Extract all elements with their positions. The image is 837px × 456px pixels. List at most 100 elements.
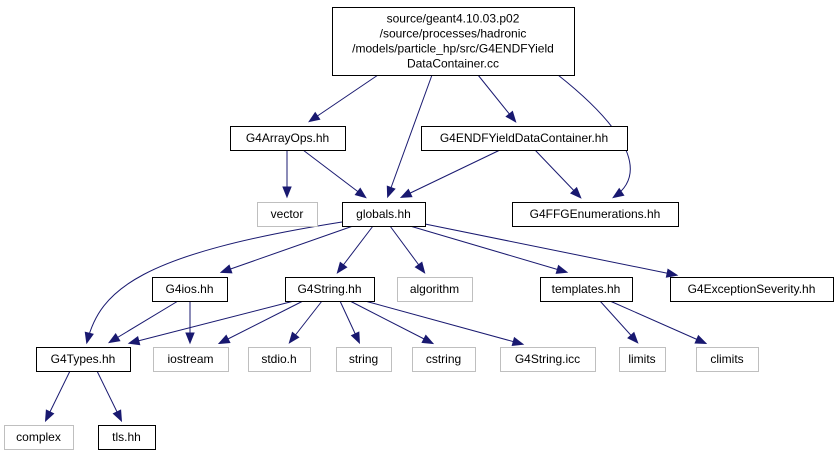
node-box	[412, 347, 476, 372]
node-g4string[interactable]: G4String.hh	[285, 277, 375, 302]
node-globals[interactable]: globals.hh	[342, 202, 426, 227]
node-templates[interactable]: templates.hh	[540, 277, 633, 302]
edge-line	[401, 149, 501, 198]
node-tls[interactable]: tls.hh	[98, 425, 156, 450]
edge-line	[302, 149, 366, 198]
edge-root-to-globals	[386, 74, 433, 199]
node-box	[540, 277, 633, 302]
node-box	[421, 126, 628, 151]
edge-globals-to-g4ios	[219, 225, 354, 274]
node-box	[696, 347, 759, 372]
arrowhead	[185, 332, 195, 345]
arrowhead	[555, 264, 569, 274]
node-box	[98, 425, 156, 450]
edge-g4types-to-complex	[44, 370, 71, 423]
edge-globals-to-g4exception	[424, 223, 679, 278]
node-label: G4ENDFYieldDataContainer.hh	[440, 131, 608, 145]
edge-line	[389, 225, 425, 273]
edge-g4string-to-cstring	[349, 300, 435, 345]
arrowhead	[665, 268, 679, 278]
node-box	[248, 347, 311, 372]
node-box	[332, 7, 575, 76]
edge-g4ios-to-iostream	[185, 301, 195, 345]
arrowhead	[217, 334, 231, 345]
node-stdio: stdio.h	[248, 347, 311, 372]
node-g4exception[interactable]: G4ExceptionSeverity.hh	[670, 277, 834, 302]
edge-line	[534, 149, 581, 198]
edge-g4endfyield-to-globals	[399, 149, 501, 199]
edge-root-to-g4arrayops	[308, 74, 379, 123]
node-iostream: iostream	[153, 347, 229, 372]
node-g4endfyield[interactable]: G4ENDFYieldDataContainer.hh	[421, 126, 628, 151]
node-box	[153, 347, 229, 372]
node-label: G4Types.hh	[51, 352, 116, 366]
edge-g4ios-to-g4types	[107, 300, 179, 344]
node-g4ffg[interactable]: G4FFGEnumerations.hh	[512, 202, 679, 227]
node-g4arrayops[interactable]: G4ArrayOps.hh	[230, 126, 346, 151]
arrowhead	[421, 334, 435, 345]
node-label: G4FFGEnumerations.hh	[530, 207, 661, 221]
arrowhead	[505, 110, 517, 123]
node-g4types[interactable]: G4Types.hh	[36, 347, 131, 372]
edge-line	[409, 225, 567, 273]
node-label: cstring	[426, 352, 461, 366]
node-label: G4ExceptionSeverity.hh	[688, 282, 816, 296]
node-string: string	[336, 347, 392, 372]
edge-templates-to-climits	[609, 300, 708, 344]
node-g4ios[interactable]: G4ios.hh	[152, 277, 228, 302]
node-box	[670, 277, 834, 302]
edge-line	[364, 300, 523, 345]
edge-line	[86, 221, 343, 343]
arrowhead	[414, 261, 426, 274]
node-g4stringicc: G4String.icc	[500, 347, 596, 372]
node-label: G4String.icc	[515, 352, 580, 366]
edge-line	[221, 225, 354, 273]
node-label: templates.hh	[552, 282, 621, 296]
edge-root-to-g4endfyield	[477, 74, 517, 123]
node-label: G4ArrayOps.hh	[246, 131, 329, 145]
node-box	[257, 202, 318, 227]
node-box	[285, 277, 375, 302]
arrowhead	[386, 185, 396, 199]
edge-line	[219, 300, 304, 344]
node-box	[342, 202, 426, 227]
node-limits: limits	[619, 347, 666, 372]
arrowhead	[350, 331, 360, 345]
edge-g4string-to-g4types	[127, 300, 295, 346]
node-label: globals.hh	[356, 207, 411, 221]
node-root[interactable]: source/geant4.10.03.p02/source/processes…	[332, 7, 575, 76]
node-box	[619, 347, 666, 372]
arrowhead	[627, 331, 639, 344]
edge-g4arrayops-to-globals	[302, 149, 367, 199]
node-label: iostream	[167, 352, 213, 366]
node-label: /models/particle_hp/src/G4ENDFYield	[352, 42, 554, 56]
edge-globals-to-g4string	[336, 225, 374, 274]
edge-g4string-to-stdio	[288, 300, 323, 344]
node-box	[152, 277, 228, 302]
arrowhead	[612, 187, 625, 199]
arrowhead	[127, 336, 141, 346]
arrowhead	[570, 186, 582, 199]
node-cstring: cstring	[412, 347, 476, 372]
node-box	[336, 347, 392, 372]
arrowhead	[44, 409, 55, 423]
edge-globals-to-templates	[409, 225, 569, 274]
node-label: /source/processes/hadronic	[380, 27, 527, 41]
arrowhead	[288, 331, 300, 344]
edge-templates-to-limits	[599, 300, 639, 344]
nodes-layer: source/geant4.10.03.p02/source/processes…	[4, 7, 834, 450]
node-label: algorithm	[410, 282, 459, 296]
arrowhead	[107, 333, 121, 344]
edge-globals-to-algorithm	[389, 225, 426, 274]
node-label: G4ios.hh	[165, 282, 213, 296]
node-label: climits	[710, 352, 743, 366]
edge-root-to-g4ffg	[557, 74, 631, 199]
node-label: G4String.hh	[297, 282, 361, 296]
arrowhead	[112, 409, 123, 423]
edge-g4arrayops-to-vector	[282, 150, 292, 199]
edge-line	[477, 74, 516, 122]
edge-g4string-to-iostream	[217, 300, 304, 345]
edge-globals-to-g4types	[84, 221, 343, 345]
edge-line	[557, 74, 631, 198]
